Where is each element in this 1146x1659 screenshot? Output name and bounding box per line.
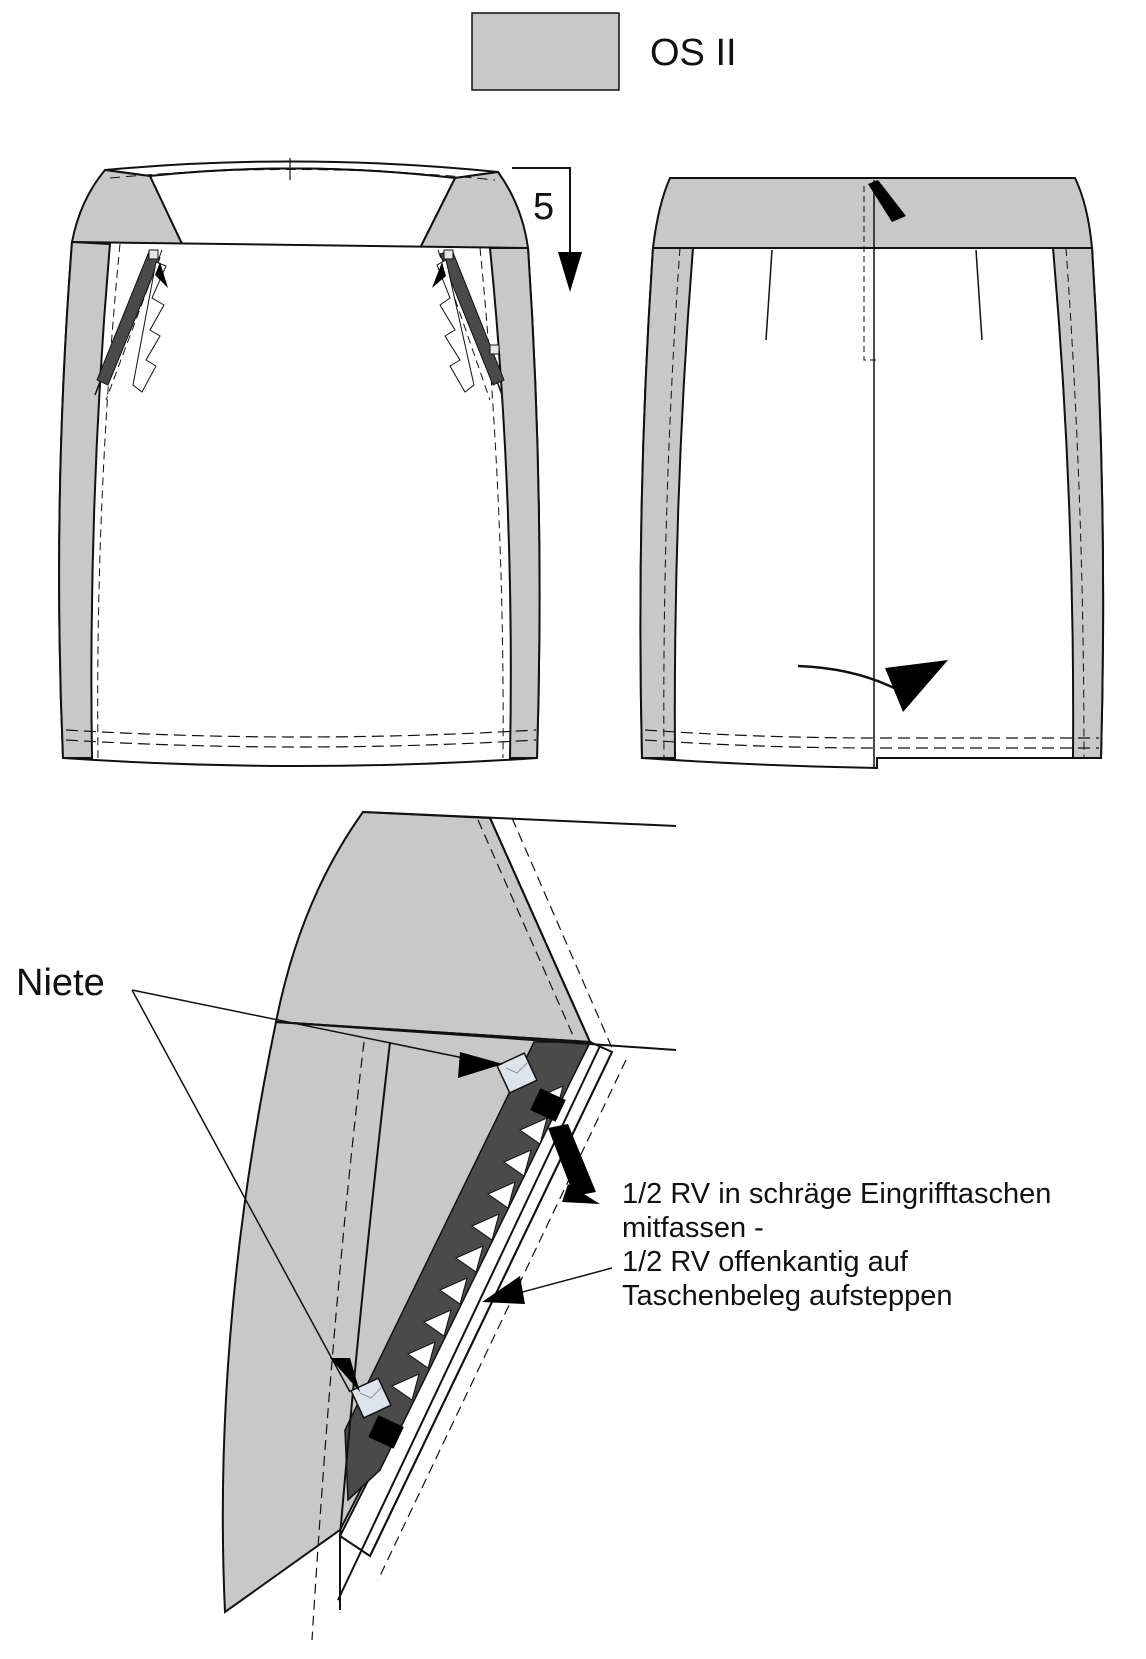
rivet-callout-lines [131, 989, 484, 1393]
zipper-instruction-note: 1/2 RV in schräge Eingrifftaschen mitfas… [622, 1177, 1051, 1313]
rivet-upper-arrow-icon [458, 1052, 503, 1078]
zipper-note-line-1: 1/2 RV in schräge Eingrifftaschen [622, 1178, 1052, 1210]
zipper-note-line-4: Taschenbeleg aufsteppen [622, 1280, 953, 1312]
zipper-slider-arrow-icon [548, 1124, 600, 1204]
zipper-note-arrow-icon [482, 1276, 525, 1304]
front-hem-stitch [65, 729, 537, 738]
rivet-lower-arrow-icon [330, 1358, 360, 1392]
back-skirt-view [639, 177, 1105, 770]
back-zipper-pull-icon [868, 180, 906, 222]
zipper-top-stop [530, 1088, 566, 1122]
fold-over-arrow-icon [797, 660, 948, 712]
detail-seam-lines [275, 811, 677, 1641]
back-right-side-panel [1051, 247, 1105, 759]
fold-down-arrow-icon [512, 167, 582, 292]
front-right-lower-rivet [489, 344, 500, 355]
back-left-side-panel [639, 247, 695, 759]
back-left-dart [765, 249, 773, 341]
zipper-bottom-stop [368, 1415, 404, 1449]
legend-label: OS II [650, 32, 737, 74]
rivet-label: Niete [16, 962, 105, 1004]
front-left-zipper [96, 249, 168, 393]
front-left-side-panel [58, 240, 112, 759]
back-right-dart [975, 249, 983, 341]
legend-swatch [471, 12, 620, 91]
front-waistband-center [148, 167, 457, 249]
back-skirt-body [639, 247, 1105, 770]
detail-upper-rivet [496, 1052, 538, 1094]
front-right-zipper [432, 249, 505, 393]
detail-lower-rivet [350, 1377, 392, 1419]
detail-waistband [274, 810, 592, 1044]
front-left-rivet [148, 249, 159, 260]
front-right-rivet [443, 249, 454, 260]
zipper-note-line-3: 1/2 RV offenkantig auf [622, 1246, 908, 1278]
zipper-note-line-2: mitfassen - [622, 1212, 764, 1244]
detail-zipper-teeth [390, 1085, 564, 1401]
front-skirt-view [58, 158, 541, 767]
step-number: 5 [533, 186, 555, 228]
